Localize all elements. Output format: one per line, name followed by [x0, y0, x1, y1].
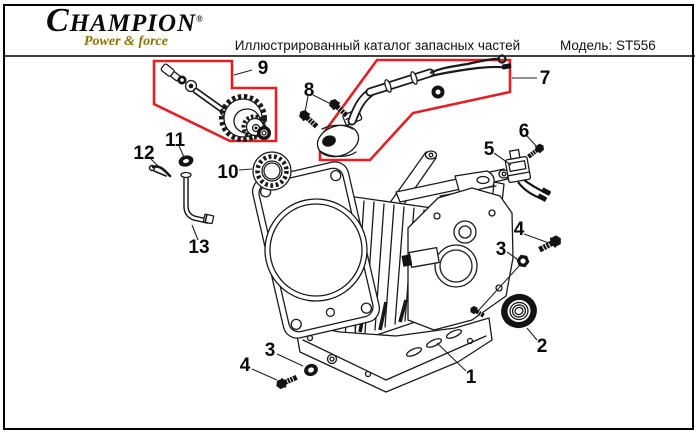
highlight-box-9 [152, 59, 278, 143]
part-4-bottom-bolt [276, 374, 298, 390]
brand-name: CHAMPION® [46, 2, 204, 40]
part-3-right-nut [516, 254, 530, 268]
part-8-bolts [299, 98, 349, 129]
part-7-oil-sensor-assembly [316, 54, 512, 158]
callout-9: 9 [258, 58, 269, 79]
brand-logo: CHAMPION® Power & force [46, 6, 216, 50]
crankcase-right [401, 187, 514, 331]
callout-11: 11 [165, 130, 186, 151]
part-6-bolt [527, 143, 544, 159]
callout-labels: 1 2 3 3 4 4 5 6 7 8 9 10 11 12 13 [133, 58, 550, 388]
part-9-camshaft [160, 63, 271, 142]
part-13-drain-tube [180, 171, 215, 225]
leader-lines [149, 69, 550, 381]
registered-mark: ® [196, 14, 204, 24]
callout-1: 1 [466, 367, 477, 388]
part-5-oil-switch [504, 148, 552, 202]
callout-12: 12 [133, 143, 154, 164]
model-label: Модель: [560, 38, 613, 53]
part-10-ball-bearing [252, 151, 292, 191]
callout-5: 5 [484, 139, 495, 160]
brand-tagline: Power & force [84, 34, 168, 50]
callout-8: 8 [304, 80, 315, 101]
part-3-bottom-washer [304, 363, 318, 377]
callout-3-right: 3 [496, 239, 507, 260]
flange-plate [251, 161, 381, 339]
callout-7: 7 [540, 68, 551, 89]
callout-6: 6 [519, 121, 530, 142]
callout-10: 10 [217, 162, 238, 183]
callout-2: 2 [537, 336, 548, 357]
page-title: Иллюстрированный каталог запасных частей [234, 38, 521, 53]
part-4-right-bolt [538, 235, 561, 253]
mounting-stud [470, 305, 485, 318]
part-12-pin-clip [148, 164, 172, 178]
callout-4-bottom: 4 [240, 355, 251, 376]
callout-4-right: 4 [514, 219, 525, 240]
engine-crankcase-drawing [251, 150, 514, 393]
model-value: ST556 [615, 38, 656, 53]
part-2-oil-seal [501, 293, 537, 329]
model-info: Модель: ST556 [560, 38, 670, 53]
callout-3-bottom: 3 [265, 340, 276, 361]
callout-13: 13 [188, 237, 209, 258]
part-11-grommet [178, 155, 194, 167]
